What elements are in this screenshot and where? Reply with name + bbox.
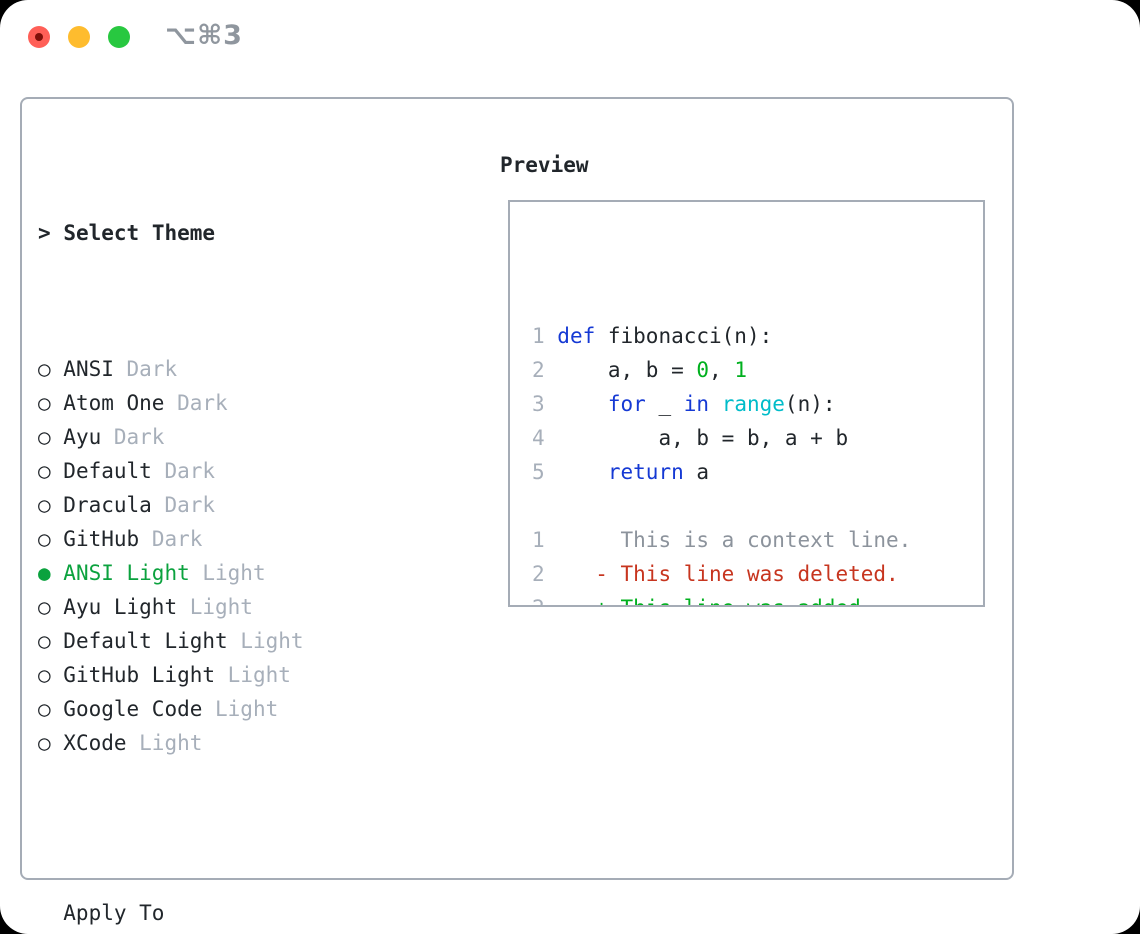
theme-option-xcode[interactable]: ○ XCode Light <box>38 726 438 760</box>
radio-icon: ○ <box>38 595 51 619</box>
theme-option-default-light[interactable]: ○ Default Light Light <box>38 624 438 658</box>
line-number: 2 <box>532 358 558 382</box>
theme-variant-label: Dark <box>151 493 216 517</box>
option-label: GitHub <box>50 527 140 551</box>
apply-to-label: Apply To <box>63 901 165 925</box>
theme-variant-label: Light <box>126 731 203 755</box>
code-line: 2 a, b = 0, 1 <box>532 358 747 382</box>
code-line: 2 - This line was deleted. <box>532 562 899 586</box>
option-label: Atom One <box>50 391 165 415</box>
maximize-button[interactable] <box>108 26 130 48</box>
code-blank-line <box>532 489 983 523</box>
theme-option-dracula[interactable]: ○ Dracula Dark <box>38 488 438 522</box>
radio-icon: ○ <box>38 357 51 381</box>
theme-option-github-light[interactable]: ○ GitHub Light Light <box>38 658 438 692</box>
line-number: 1 <box>532 324 558 348</box>
option-label: XCode <box>50 731 127 755</box>
minimize-button[interactable] <box>68 26 90 48</box>
select-theme-title: Select Theme <box>63 221 216 245</box>
theme-options: ○ ANSI Dark○ Atom One Dark○ Ayu Dark○ De… <box>38 352 438 760</box>
radio-icon: ○ <box>38 425 51 449</box>
theme-variant-label: Light <box>215 663 291 687</box>
theme-variant-label: Light <box>202 697 279 721</box>
window-title-shortcut: ⌥⌘3 <box>165 20 243 51</box>
unsaved-changes-dot <box>35 33 43 41</box>
line-number: 3 <box>532 392 558 416</box>
radio-icon: ○ <box>38 731 51 755</box>
focus-caret-icon: > <box>38 221 51 245</box>
theme-option-ansi[interactable]: ○ ANSI Dark <box>38 352 438 386</box>
theme-variant-label: Dark <box>164 391 228 415</box>
theme-variant-label: Light <box>227 629 304 653</box>
theme-variant-label: Dark <box>113 357 178 381</box>
radio-icon: ○ <box>38 663 51 687</box>
line-number: 4 <box>532 426 558 450</box>
option-label: ANSI <box>50 357 114 381</box>
code-preview-box: 1 def fibonacci(n): 2 a, b = 0, 1 3 for _ … <box>508 200 985 607</box>
preview-header: Preview <box>500 153 589 177</box>
radio-icon: ○ <box>38 493 51 517</box>
theme-variant-label: Dark <box>101 425 165 449</box>
code-lines: 1 def fibonacci(n): 2 a, b = 0, 1 3 for _ … <box>532 319 983 605</box>
theme-option-default[interactable]: ○ Default Dark <box>38 454 438 488</box>
line-number: 2 <box>532 562 558 586</box>
theme-option-ayu[interactable]: ○ Ayu Dark <box>38 420 438 454</box>
option-label: Dracula <box>50 493 152 517</box>
radio-icon: ○ <box>38 697 51 721</box>
code-line: 1 def fibonacci(n): <box>532 324 773 348</box>
theme-variant-label: Dark <box>139 527 203 551</box>
option-label: Ayu <box>50 425 102 449</box>
traffic-lights <box>28 26 130 48</box>
theme-option-atom-one[interactable]: ○ Atom One Dark <box>38 386 438 420</box>
line-number: 1 <box>532 528 558 552</box>
theme-variant-label: Light <box>177 595 253 619</box>
option-label: Google Code <box>50 697 203 721</box>
radio-selected-icon: ● <box>38 561 51 585</box>
radio-icon: ○ <box>38 459 51 483</box>
theme-list: > Select Theme ○ ANSI Dark○ Atom One Dar… <box>38 148 438 934</box>
code-line: 3 for _ in range(n): <box>532 392 836 416</box>
code-line: 2 + This line was added. <box>532 591 983 605</box>
option-label: Default Light <box>50 629 228 653</box>
theme-variant-label: Dark <box>151 459 216 483</box>
close-button[interactable] <box>28 26 50 48</box>
theme-option-ansi-light[interactable]: ● ANSI Light Light <box>38 556 438 590</box>
option-label: ANSI Light <box>50 561 190 585</box>
radio-icon: ○ <box>38 527 51 551</box>
line-number: 2 <box>532 596 557 605</box>
theme-option-github[interactable]: ○ GitHub Dark <box>38 522 438 556</box>
radio-icon: ○ <box>38 391 51 415</box>
option-label: GitHub Light <box>50 663 216 687</box>
radio-icon: ○ <box>38 629 51 653</box>
theme-variant-label: Light <box>189 561 266 585</box>
theme-option-ayu-light[interactable]: ○ Ayu Light Light <box>38 590 438 624</box>
line-number: 5 <box>532 460 558 484</box>
code-line: 1 This is a context line. <box>532 528 912 552</box>
code-line: 5 return a <box>532 460 710 484</box>
option-label: Ayu Light <box>50 595 178 619</box>
code-line: 4 a, b = b, a + b <box>532 426 849 450</box>
option-label: Default <box>50 459 152 483</box>
select-theme-header: > Select Theme <box>38 216 438 250</box>
theme-option-google-code[interactable]: ○ Google Code Light <box>38 692 438 726</box>
theme-dialog-panel: > Select Theme ○ ANSI Dark○ Atom One Dar… <box>20 97 1014 925</box>
